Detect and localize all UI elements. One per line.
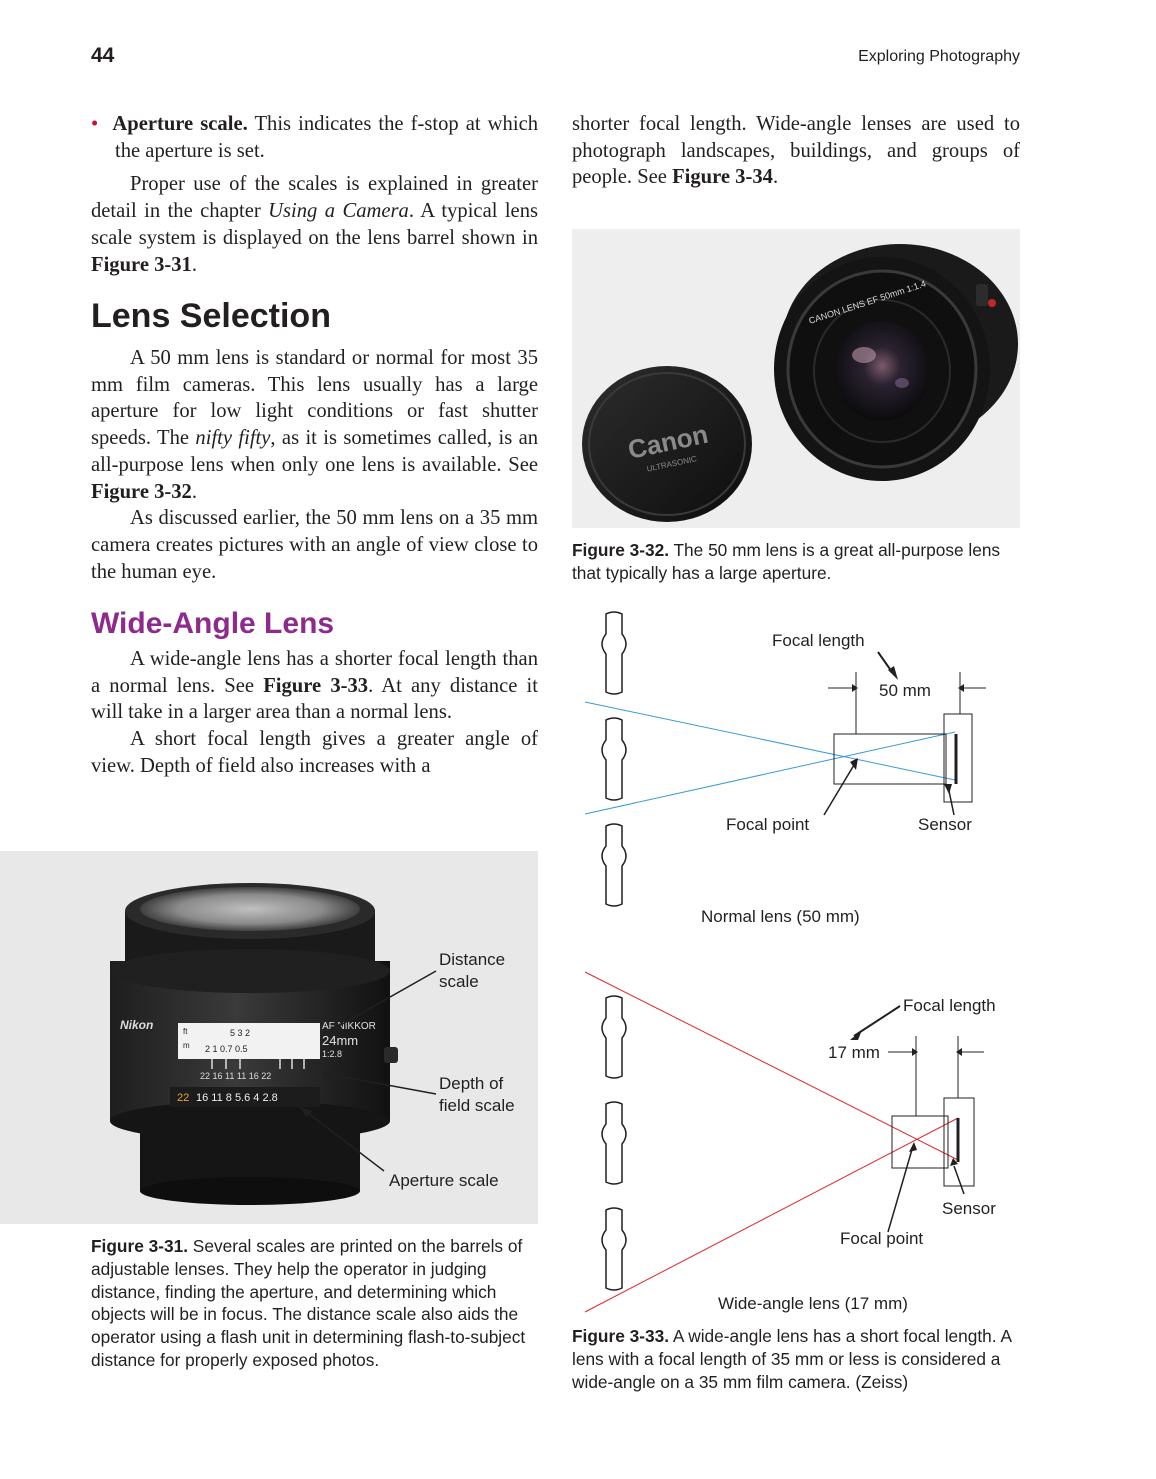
paragraph-scales: Proper use of the scales is explained in… — [91, 173, 539, 276]
normal-50mm-label: 50 mm — [879, 681, 931, 700]
lens-model-line1: AF NIKKOR — [322, 1021, 376, 1032]
page-number: 44 — [91, 44, 115, 67]
normal-focal-length-label: Focal length — [772, 631, 865, 650]
aperture-22: 22 — [177, 1092, 189, 1104]
label-distance-scale-line2: scale — [439, 972, 479, 991]
scale-ft-label: ft — [183, 1027, 188, 1036]
wide-angle-heading: Wide-Angle Lens — [91, 607, 335, 640]
paragraph-wide-angle: A wide-angle lens has a shorter focal le… — [91, 648, 538, 724]
wide-subjects — [601, 995, 627, 1291]
figure-3-31-caption: Figure 3-31. Several scales are printed … — [91, 1236, 526, 1370]
lens-brand: Nikon — [120, 1018, 153, 1032]
person-shape — [601, 823, 627, 907]
right-column-top: shorter focal length. Wide-angle lenses … — [572, 111, 1020, 191]
sensor-box — [943, 1097, 975, 1187]
normal-lens-elements — [823, 651, 986, 816]
lens-model-line2: 24mm — [322, 1033, 358, 1048]
label-distance-scale-line1: Distance — [439, 950, 505, 969]
paragraph-angle-of-view: As discussed earlier, the 50 mm lens on … — [91, 507, 538, 583]
figure-3-32-photo: CANON LENS EF 50mm 1:1.4 Canon ULTRASONI… — [572, 229, 1020, 528]
paragraph-short-focal: A short focal length gives a greater ang… — [91, 728, 538, 777]
aperture-values: 16 11 8 5.6 4 2.8 — [196, 1092, 278, 1104]
normal-focal-point-label: Focal point — [726, 815, 809, 834]
lens-box — [891, 1115, 949, 1169]
figure-3-33-caption: Figure 3-33. A wide-angle lens has a sho… — [572, 1326, 1012, 1392]
paragraph-continued: shorter focal length. Wide-angle lenses … — [572, 113, 1020, 189]
figure-3-33-diagram: Focal length 50 mm Focal point Sensor No… — [584, 611, 996, 1313]
scale-m-label: m — [183, 1041, 190, 1050]
sensor-box — [943, 713, 973, 803]
person-shape — [601, 717, 627, 801]
figure-3-31-photo: ft m 5 3 2 2 1 0.7 0.5 Nikon AF NIKKOR 2… — [0, 851, 538, 1224]
paragraph-50mm: A 50 mm lens is standard or normal for m… — [91, 347, 539, 503]
left-column-wide-angle: A wide-angle lens has a shorter focal le… — [91, 646, 538, 780]
distance-ft-values: 5 3 2 — [230, 1028, 250, 1038]
bullet-dot-icon: • — [91, 113, 99, 135]
normal-subjects — [601, 611, 627, 907]
wide-sensor-label: Sensor — [942, 1199, 996, 1218]
person-shape — [601, 995, 627, 1079]
bullet-aperture-scale: • Aperture scale. This indicates the f-s… — [91, 113, 539, 162]
left-column-lens-selection: A 50 mm lens is standard or normal for m… — [91, 345, 538, 585]
distance-m-values: 2 1 0.7 0.5 — [205, 1044, 248, 1054]
dof-values: 22 16 11 11 16 22 — [200, 1071, 271, 1081]
label-dof-line1: Depth of — [439, 1074, 504, 1093]
wide-focal-point-label: Focal point — [840, 1229, 923, 1248]
lens-box — [833, 733, 947, 785]
person-shape — [601, 1207, 627, 1291]
lens-selection-heading: Lens Selection — [91, 297, 331, 335]
left-column-top: • Aperture scale. This indicates the f-s… — [91, 111, 538, 278]
normal-rays — [584, 701, 956, 815]
figure-3-32-caption: Figure 3-32. The 50 mm lens is a great a… — [572, 540, 1001, 583]
wide-lens-title: Wide-angle lens (17 mm) — [718, 1294, 908, 1313]
normal-lens-title: Normal lens (50 mm) — [701, 907, 860, 926]
wide-rays — [584, 971, 959, 1313]
person-shape — [601, 611, 627, 695]
lens-model-line3: 1:2.8 — [322, 1049, 342, 1059]
running-head: Exploring Photography — [858, 48, 1020, 65]
wide-17mm-label: 17 mm — [828, 1043, 880, 1062]
wide-lens-elements — [853, 1005, 984, 1233]
label-aperture-scale: Aperture scale — [389, 1171, 499, 1190]
person-shape — [601, 1101, 627, 1185]
wide-focal-length-label: Focal length — [903, 996, 996, 1015]
normal-sensor-label: Sensor — [918, 815, 972, 834]
label-dof-line2: field scale — [439, 1096, 515, 1115]
